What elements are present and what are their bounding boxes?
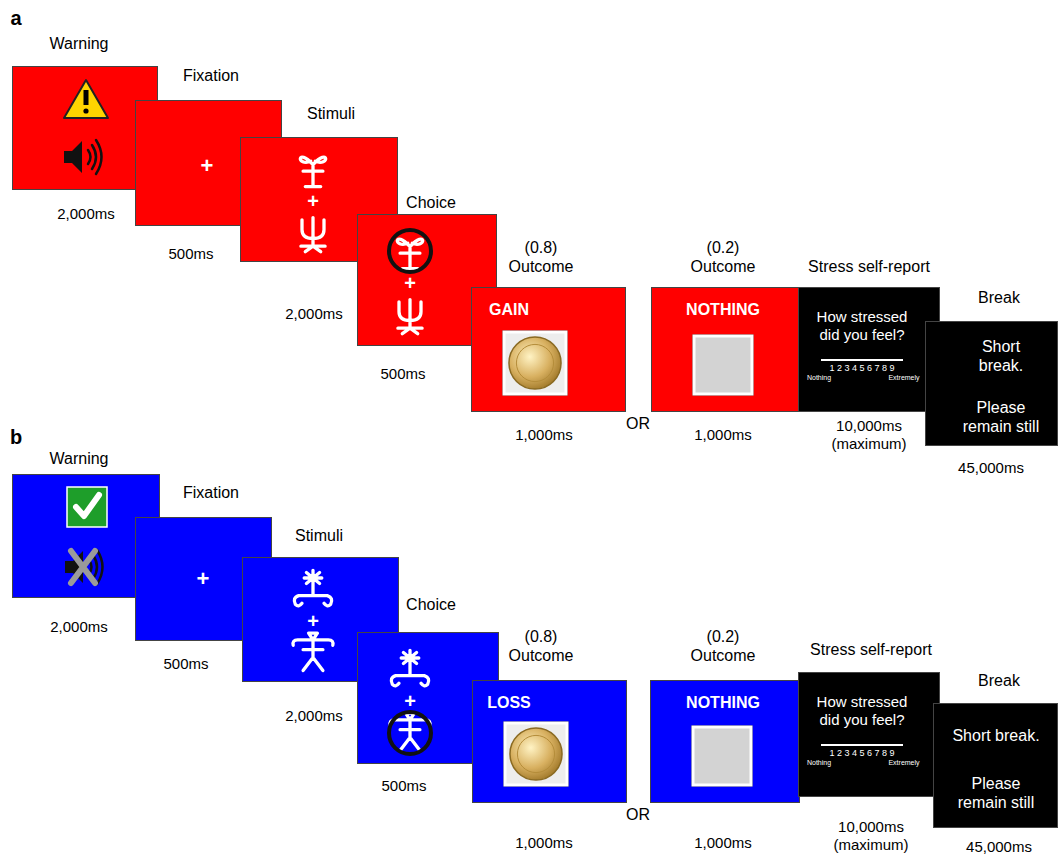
screen-title: (0.8) Outcome <box>505 238 577 276</box>
screen-illustration <box>799 288 941 413</box>
screen-title: (0.2) Outcome <box>687 238 759 276</box>
screen-title: Choice <box>406 595 456 614</box>
outcome-frame <box>693 335 753 395</box>
scale-anchor: Extremely <box>888 759 919 767</box>
or-label: OR <box>626 415 650 433</box>
fixation-cross: + <box>307 609 319 633</box>
scale-anchor: Nothing <box>807 759 831 767</box>
outcome-text: NOTHING <box>686 693 760 712</box>
screen-title: Stimuli <box>307 104 355 123</box>
question-text: How stressed did you feel? <box>812 308 912 344</box>
speaker-icon <box>65 550 103 584</box>
duration-label: 45,000ms <box>966 838 1032 856</box>
task-screen: (0.8) OutcomeLOSS1,000ms <box>472 680 627 803</box>
fixation-cross: + <box>197 566 210 592</box>
duration-label: 2,000ms <box>285 707 343 725</box>
task-screen: (0.2) OutcomeNOTHING1,000ms <box>650 680 800 803</box>
duration-label: 2,000ms <box>57 205 115 223</box>
outcome-square <box>505 723 567 785</box>
rating-line <box>821 744 903 746</box>
break-text: Short break. <box>971 337 1031 375</box>
outcome-square <box>504 332 566 394</box>
coin-image <box>510 728 562 780</box>
screen-title: Break <box>978 288 1020 307</box>
screen-title: Break <box>978 671 1020 690</box>
screen-title: Warning <box>50 34 109 53</box>
panel-letter: a <box>10 7 21 30</box>
screen-title: Fixation <box>183 66 239 85</box>
duration-label: 2,000ms <box>50 618 108 636</box>
duration-label: 10,000ms (maximum) <box>828 417 910 453</box>
question-text: How stressed did you feel? <box>812 693 912 729</box>
outcome-frame <box>503 331 567 395</box>
panel-letter: b <box>10 426 22 449</box>
screen-title: (0.8) Outcome <box>505 627 577 665</box>
warning-icon <box>64 80 108 118</box>
duration-label: 1,000ms <box>694 834 752 852</box>
break-text: Please remain still <box>955 398 1047 436</box>
duration-label: 500ms <box>380 365 425 383</box>
fixation-cross: + <box>201 153 214 179</box>
outcome-frame <box>692 726 752 786</box>
stimulus-symbol <box>398 300 422 334</box>
screen-title: (0.2) Outcome <box>687 627 759 665</box>
scale-numbers: 1 2 3 4 5 6 7 8 9 <box>829 363 894 374</box>
screen-title: Fixation <box>183 483 239 502</box>
scale-anchor: Nothing <box>807 374 831 382</box>
task-screen: Stress self-reportHow stressed did you f… <box>798 287 940 412</box>
stimulus-symbol <box>300 157 325 186</box>
outcome-text: LOSS <box>487 693 531 712</box>
screen-title: Choice <box>406 193 456 212</box>
or-label: OR <box>626 806 650 824</box>
task-screen: (0.8) OutcomeGAIN1,000ms <box>471 287 626 412</box>
screen-title: Stimuli <box>295 526 343 545</box>
duration-label: 500ms <box>381 777 426 795</box>
screen-title: Warning <box>50 449 109 468</box>
duration-label: 1,000ms <box>515 426 573 444</box>
task-screen: BreakShort break.Please remain still45,0… <box>925 321 1058 446</box>
task-screen: (0.2) OutcomeNOTHING1,000ms <box>651 287 801 412</box>
stimulus-symbol <box>293 633 333 670</box>
outcome-text: GAIN <box>489 300 529 319</box>
stimulus-symbol <box>301 218 325 252</box>
choice-circle <box>389 712 431 754</box>
duration-label: 1,000ms <box>515 834 573 852</box>
scale-anchor: Extremely <box>888 374 919 382</box>
outcome-text: NOTHING <box>686 300 760 319</box>
outcome-square <box>694 336 752 394</box>
safe-icon <box>67 487 107 527</box>
screen-title: Stress self-report <box>808 257 930 276</box>
outcome-frame <box>504 722 568 786</box>
coin-image <box>509 337 561 389</box>
duration-label: 45,000ms <box>958 459 1024 477</box>
fixation-cross: + <box>404 271 416 295</box>
duration-label: 1,000ms <box>694 426 752 444</box>
stimulus-symbol <box>391 650 428 686</box>
speaker-icon <box>64 140 102 174</box>
outcome-square <box>693 727 751 785</box>
task-screen: BreakShort break.Please remain still45,0… <box>933 703 1058 828</box>
fixation-cross: + <box>307 189 319 213</box>
rating-line <box>821 359 903 361</box>
duration-label: 500ms <box>163 655 208 673</box>
scale-numbers: 1 2 3 4 5 6 7 8 9 <box>829 748 894 759</box>
task-screen: Stress self-reportHow stressed did you f… <box>798 672 940 797</box>
fixation-cross: + <box>404 689 416 713</box>
duration-label: 2,000ms <box>285 305 343 323</box>
mute-cross <box>71 551 95 583</box>
stimulus-symbol <box>294 570 331 606</box>
stimulus-symbol <box>397 239 422 268</box>
break-text: Please remain still <box>950 774 1042 812</box>
screen-illustration <box>799 673 941 798</box>
choice-circle <box>389 230 431 272</box>
break-text: Short break. <box>941 726 1051 745</box>
screen-title: Stress self-report <box>810 640 932 659</box>
duration-label: 500ms <box>168 245 213 263</box>
duration-label: 10,000ms (maximum) <box>830 818 912 854</box>
